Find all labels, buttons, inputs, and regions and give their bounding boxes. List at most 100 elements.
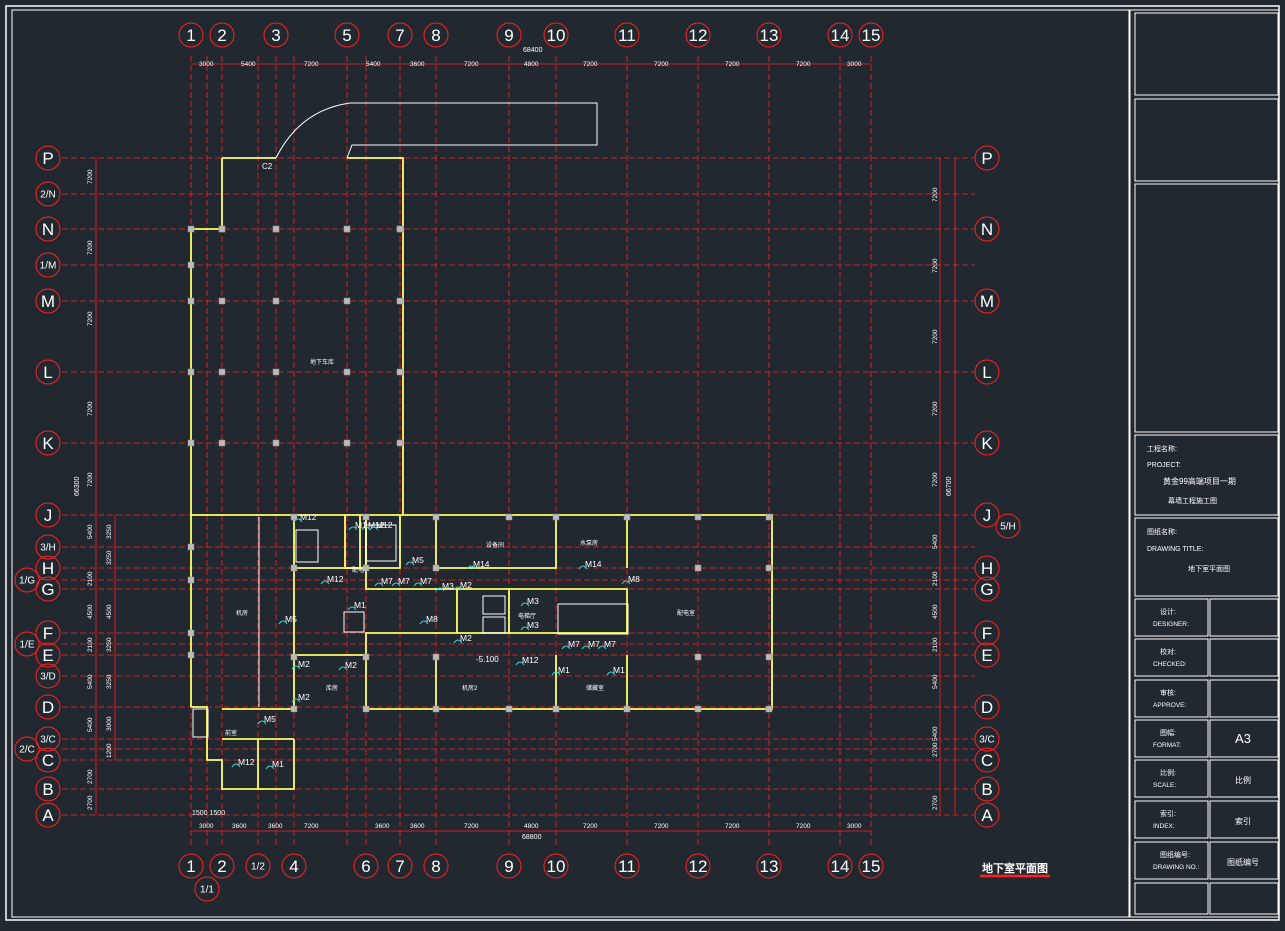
top-axis-circle — [827, 22, 853, 48]
door-label: M12 — [300, 512, 317, 522]
top-axis-circle — [685, 22, 711, 48]
left-inner-dim-text: 1200 — [106, 743, 113, 758]
tb-row-label-cn: 图幅: — [1160, 728, 1176, 737]
bottom-axis-label: 13 — [760, 857, 779, 876]
tb-row-value: A3 — [1235, 731, 1251, 746]
column — [187, 297, 195, 305]
door-swing — [606, 671, 616, 676]
column — [765, 513, 773, 521]
column — [694, 513, 702, 521]
tb-row-label-cn: 比例: — [1160, 768, 1176, 777]
label-room-h: 储藏室 — [586, 684, 604, 692]
left-axis-circle — [35, 359, 61, 385]
left-axis-circle — [35, 576, 61, 602]
bottom-axis-circle — [543, 853, 569, 879]
stair — [557, 603, 629, 635]
axis-grid — [62, 56, 975, 845]
top-dim-text: 7200 — [583, 61, 598, 68]
level-mark: -5.100 — [476, 655, 499, 664]
top-dim-text: 7200 — [796, 61, 811, 68]
column — [694, 705, 702, 713]
door-label: M8 — [426, 614, 438, 624]
column — [362, 513, 370, 521]
wall — [365, 515, 628, 709]
bottom-extra-axis-label: 1/1 — [200, 885, 214, 896]
top-axis-circle — [858, 22, 884, 48]
tb-row-value-box — [1209, 638, 1279, 677]
tb-box-logo — [1134, 12, 1279, 96]
bottom-small-dims: 1500 1500 — [192, 810, 225, 817]
left-extra-axis-circle — [14, 631, 40, 657]
tb-row-label-box — [1134, 719, 1209, 758]
door-label: M12 — [368, 520, 385, 530]
top-total-dim: 68400 — [523, 47, 543, 54]
door-label: M7 — [420, 576, 432, 586]
tb-row-value-box — [1209, 759, 1279, 798]
top-dim-text: 3000 — [847, 61, 862, 68]
right-axis-circle — [974, 642, 1000, 668]
bottom-axis-circle — [353, 853, 379, 879]
right-dim-text: 2700 — [932, 742, 939, 757]
column — [290, 653, 298, 661]
door-label: M12 — [522, 655, 539, 665]
door-swing — [291, 698, 301, 703]
door-swing — [453, 639, 463, 644]
right-axis-circle — [974, 430, 1000, 456]
column — [187, 368, 195, 376]
top-axis-circle — [178, 22, 204, 48]
bottom-dim-text: 3600 — [375, 823, 390, 830]
top-dim-text: 5400 — [241, 61, 256, 68]
top-dim-text: 7200 — [304, 61, 319, 68]
column — [432, 513, 440, 521]
column — [187, 651, 195, 659]
left-axis-circle — [35, 747, 61, 773]
right-axis-circle — [974, 502, 1000, 528]
left-extra-axis-label: 1/E — [19, 640, 34, 651]
tb-box-company — [1134, 98, 1279, 182]
door-label: M14 — [585, 559, 602, 569]
left-extra-axis-label: 1/G — [19, 576, 35, 587]
left-inner-dim-text: 3250 — [106, 637, 113, 652]
title-block-rows: 设计:DESIGNER:校对:CHECKED:审核:APPROVE:图幅:FOR… — [1134, 598, 1279, 915]
right-axis-circle — [974, 288, 1000, 314]
door-swing — [551, 671, 561, 676]
wall — [347, 157, 404, 515]
top-axis-circle — [209, 22, 235, 48]
plan-frame — [11, 9, 1130, 918]
bottom-axis-label: 1/2 — [251, 862, 265, 873]
tb-row-label-en: INDEX: — [1153, 823, 1175, 830]
right-axis-circle — [974, 726, 1000, 752]
bottom-dim-text: 7200 — [583, 823, 598, 830]
column — [290, 705, 298, 713]
door-swing — [435, 587, 445, 592]
tb-box-title — [1134, 517, 1279, 597]
tb-row-label-en: FORMAT: — [1153, 742, 1181, 749]
bottom-dim-text: 3000 — [847, 823, 862, 830]
bottom-axis-label: 1 — [186, 857, 195, 876]
left-extra-axis-circle — [14, 567, 40, 593]
right-axis-label: K — [981, 434, 993, 453]
column — [272, 225, 280, 233]
door-label: M5 — [412, 555, 424, 565]
left-axis-label: C — [42, 751, 54, 770]
right-axis-circle — [974, 359, 1000, 385]
right-axis-label: E — [981, 646, 992, 665]
tb-row-label-en: APPROVE: — [1153, 702, 1186, 709]
column — [272, 368, 280, 376]
door-label: M7 — [381, 576, 393, 586]
wall — [190, 158, 223, 707]
column — [765, 705, 773, 713]
left-axis-label: 3/C — [40, 735, 56, 746]
column — [432, 705, 440, 713]
door-swing — [293, 518, 303, 523]
tb-title-en: DRAWING TITLE: — [1147, 546, 1203, 553]
tb-row-label-box — [1134, 882, 1209, 915]
door-swing — [278, 620, 288, 625]
right-axis-label: H — [981, 559, 993, 578]
left-extra-axis-label: 2/C — [19, 745, 35, 756]
bottom-axis-label: 7 — [395, 857, 404, 876]
label-elevator: 电梯厅 — [518, 612, 536, 620]
door-swing — [361, 526, 371, 531]
door-swing — [466, 565, 476, 570]
tb-row-label-en: DRAWING NO.: — [1153, 864, 1200, 871]
